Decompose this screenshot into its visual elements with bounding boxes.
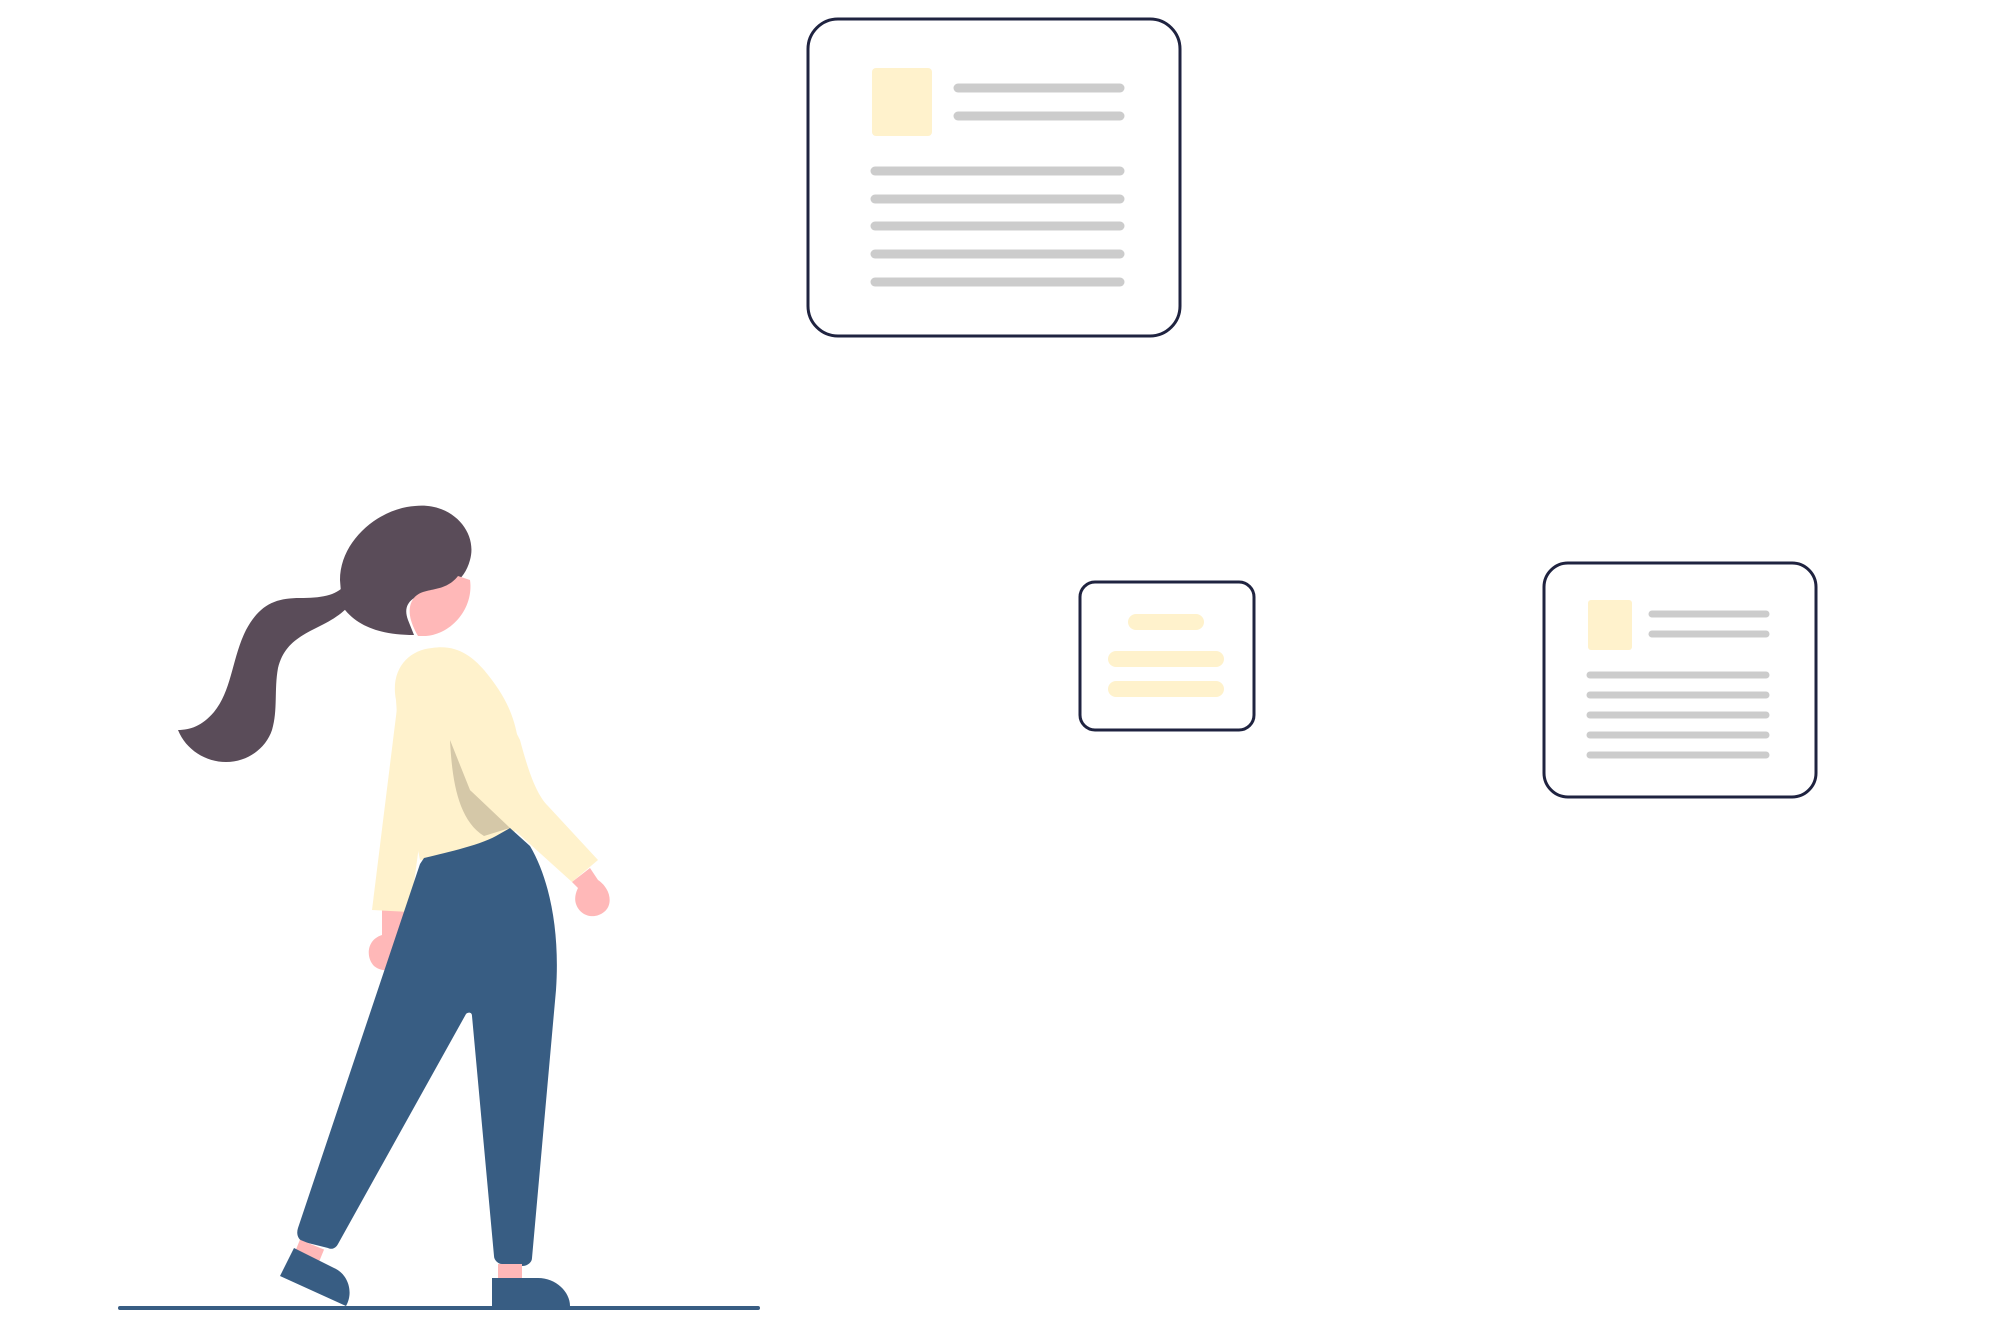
small-form-card bbox=[1078, 580, 1256, 732]
back-hair bbox=[340, 505, 472, 635]
large-profile-card bbox=[806, 17, 1182, 338]
front-shoe bbox=[492, 1278, 570, 1306]
front-sleeve bbox=[470, 670, 598, 882]
back-ankle bbox=[293, 1239, 325, 1265]
pants bbox=[297, 828, 557, 1266]
front-ankle bbox=[498, 1264, 522, 1282]
back-shoe bbox=[280, 1248, 350, 1306]
front-hand bbox=[572, 868, 610, 917]
large-card-avatar-placeholder bbox=[872, 68, 932, 136]
face bbox=[409, 576, 471, 636]
shirt-shadow bbox=[450, 740, 510, 836]
medium-card-frame bbox=[1542, 561, 1818, 799]
ponytail-hair bbox=[178, 585, 356, 762]
woman-illustration bbox=[178, 505, 610, 1306]
medium-card-avatar-placeholder bbox=[1588, 600, 1632, 650]
large-card-frame bbox=[806, 17, 1182, 338]
medium-profile-card bbox=[1542, 561, 1818, 799]
